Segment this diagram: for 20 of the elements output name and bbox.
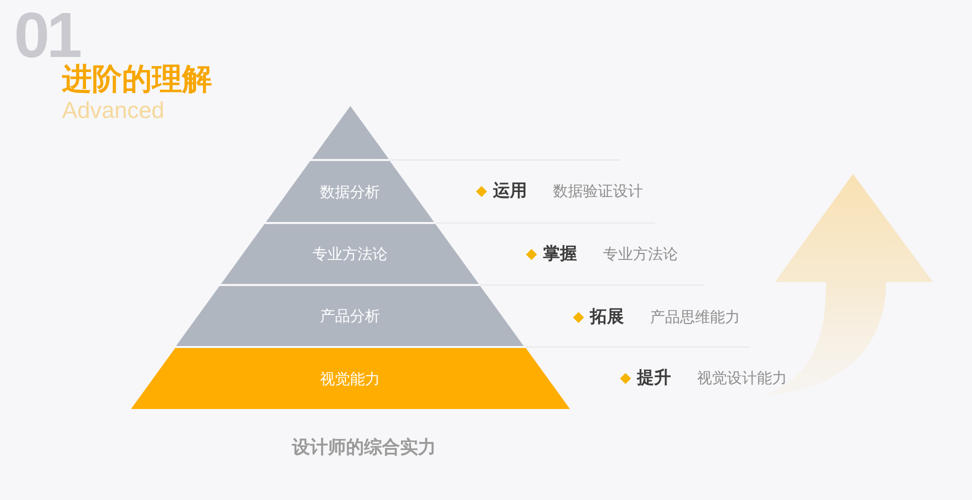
- description-label: 专业方法论: [603, 244, 678, 264]
- keyword-label: 拓展: [590, 306, 624, 328]
- description-label: 数据验证设计: [553, 181, 643, 201]
- layer-label: 产品分析: [320, 307, 380, 325]
- pyramid-layer: [130, 348, 570, 409]
- subtitle: Advanced: [62, 97, 164, 123]
- keyword-label: 运用: [493, 180, 527, 202]
- pyramid-layer: [221, 224, 479, 284]
- caption: 设计师的综合实力: [292, 436, 436, 460]
- title: 进阶的理解: [62, 62, 212, 98]
- pyramid-apex: [312, 106, 388, 159]
- description-label: 视觉设计能力: [697, 368, 787, 388]
- description-label: 产品思维能力: [650, 307, 740, 327]
- layer-label: 数据分析: [320, 182, 380, 200]
- keyword-label: 提升: [637, 367, 671, 389]
- pyramid-layer: [176, 286, 524, 346]
- layer-label: 专业方法论: [312, 245, 388, 263]
- pyramid-layer: [266, 161, 434, 222]
- layer-label: 视觉能力: [320, 370, 380, 388]
- keyword-label: 掌握: [543, 243, 577, 265]
